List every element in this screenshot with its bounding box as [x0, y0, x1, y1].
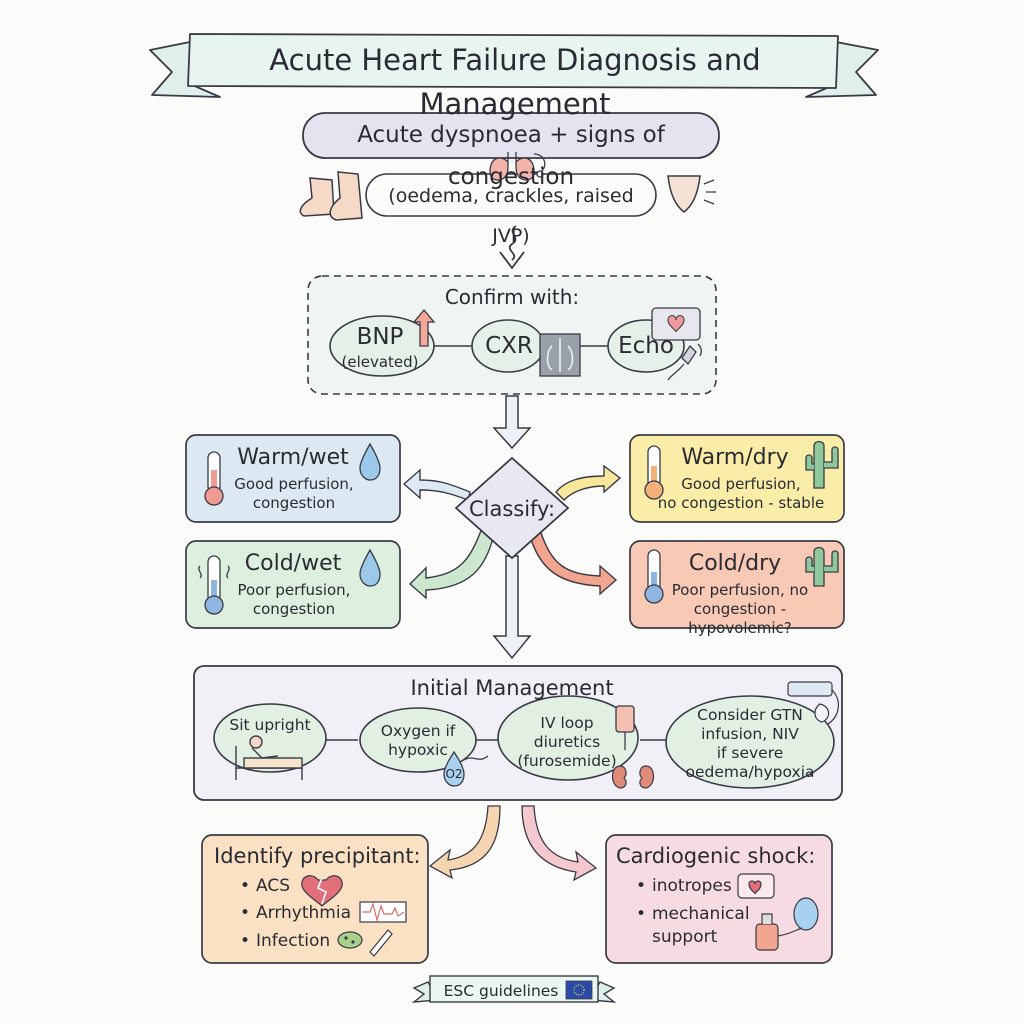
bnp-pill: [329, 315, 435, 377]
warm-dry-line2: no congestion - stable: [657, 494, 825, 512]
mgmt-pill-oxygen: [359, 707, 477, 773]
shock-item-support: support: [652, 927, 718, 947]
classify-label: Classify:: [468, 497, 556, 521]
step-gtn-line2: infusion, NIV: [701, 725, 799, 743]
warm-wet-line2: congestion: [252, 494, 336, 512]
arrow-to-shock: [521, 805, 598, 882]
step-diuretics-line1: IV loop: [540, 714, 594, 732]
precipitant-item-infection: •Infection: [240, 931, 331, 951]
step-diuretics-line3: (furosemide): [517, 752, 617, 770]
signs-pill: [365, 173, 657, 217]
oxygen-drop-icon: [443, 750, 489, 787]
page-title: Acute Heart Failure Diagnosis and Manage…: [269, 43, 761, 121]
thermometer-cold-dry-icon: [644, 549, 664, 604]
cold-dry-title: Cold/dry: [688, 551, 782, 576]
shock-item-mechanical: •mechanical: [636, 904, 750, 924]
step-oxygen-line2: hypoxic: [388, 741, 448, 759]
lungs-icon: [489, 152, 546, 181]
arrow-to-management: [492, 555, 532, 660]
thermometer-infection-icon: [369, 929, 393, 957]
signs-label: (oedema, crackles, raised JVP): [388, 185, 634, 247]
bacteria-icon: [337, 931, 363, 949]
bnp-up-arrow-icon: [412, 308, 436, 347]
cold-dry-line1: Poor perfusion, no: [671, 581, 809, 599]
step-gtn-line3: if severe: [716, 744, 784, 762]
thermometer-warm-icon: [204, 451, 224, 506]
mgmt-pill-diuretics: [497, 695, 639, 781]
symptom-pill: [302, 112, 720, 159]
inotrope-pump-icon: [737, 873, 775, 899]
precipitant-item-acs: •ACS: [240, 876, 290, 896]
bnp-sub-label: (elevated): [341, 353, 419, 371]
neck-jvp-icon: [667, 175, 716, 213]
bnp-label: BNP: [356, 324, 404, 350]
cold-wet-line2: congestion: [252, 600, 336, 618]
ecg-strip-icon: [359, 901, 407, 923]
echo-screen-icon: [651, 307, 701, 341]
warm-dry-line1: Good perfusion,: [681, 475, 801, 493]
symptom-label: Acute dyspnoea + signs of congestion: [357, 122, 665, 190]
water-drop-icon-warm-wet: [359, 442, 381, 481]
step-gtn-line4: oedema/hypoxia: [685, 763, 815, 781]
card-cold-dry: [629, 540, 845, 629]
step-diuretics-line2: diuretics: [533, 733, 601, 751]
mgmt-pill-sit-upright: [213, 703, 327, 773]
ultrasound-probe-icon: [667, 343, 702, 381]
cold-wet-line1: Poor perfusion,: [237, 581, 351, 599]
cold-dry-line2: congestion - hypovolemic?: [688, 600, 792, 637]
xray-icon: [539, 333, 581, 377]
broken-heart-icon: [301, 875, 343, 907]
o2-label: O2: [445, 767, 463, 781]
infusion-pump-icon: [787, 681, 839, 725]
mgmt-pill-gtn-niv: [665, 695, 835, 789]
hospital-bed-icon: [235, 735, 303, 780]
card-warm-dry: [629, 434, 845, 523]
thermometer-warm-dry-icon: [644, 445, 664, 500]
precipitant-heading: Identify precipitant:: [214, 844, 421, 868]
step-gtn-line1: Consider GTN: [697, 706, 803, 724]
water-drop-icon-cold-wet: [359, 548, 381, 587]
arrow-to-cold-dry: [529, 528, 618, 596]
management-heading: Initial Management: [410, 676, 614, 700]
step-sit-upright: Sit upright: [229, 716, 311, 734]
arrow-to-warm-wet: [402, 468, 471, 501]
balloon-pump-icon: [755, 897, 819, 951]
kidneys-icon: [611, 765, 655, 789]
warm-wet-title: Warm/wet: [237, 445, 349, 470]
thermometer-cold-icon: [198, 555, 230, 615]
cold-wet-title: Cold/wet: [244, 551, 342, 576]
arrow-to-classify: [492, 395, 532, 450]
echo-label: Echo: [618, 333, 674, 359]
step-oxygen-line1: Oxygen if: [380, 722, 456, 740]
precipitant-item-arrhythmia: •Arrhythmia: [240, 903, 351, 923]
shock-heading: Cardiogenic shock:: [616, 844, 816, 868]
arrow-to-precipitant: [428, 805, 501, 880]
footer-label: ESC guidelines: [443, 982, 559, 1000]
cactus-icon-cold-dry: [805, 546, 839, 587]
warm-wet-line1: Good perfusion,: [234, 475, 354, 493]
shock-item-inotropes: •inotropes: [636, 876, 732, 896]
arrow-to-cold-wet: [408, 527, 495, 600]
warm-dry-title: Warm/dry: [681, 445, 789, 470]
confirm-heading: Confirm with:: [444, 285, 580, 309]
iv-bag-icon: [615, 705, 635, 750]
card-warm-wet: [185, 434, 401, 523]
arrow-to-confirm: [508, 225, 517, 261]
title-banner: [149, 33, 879, 98]
card-cold-wet: [185, 540, 401, 629]
classify-diamond: [454, 456, 570, 560]
cactus-icon-warm-dry: [805, 440, 839, 489]
swollen-feet-icon: [299, 171, 363, 221]
cxr-label: CXR: [485, 333, 533, 359]
arrow-to-warm-dry: [555, 464, 622, 501]
eu-flag-icon: [565, 980, 593, 1000]
